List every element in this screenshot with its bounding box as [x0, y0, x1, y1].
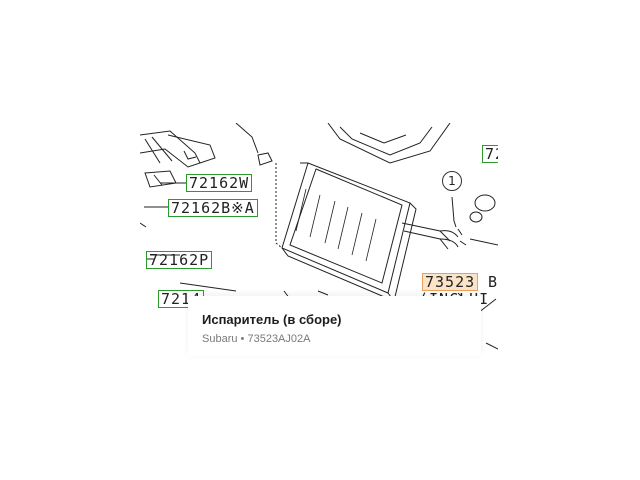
product-subtitle: Subaru • 73523AJ02A	[202, 333, 310, 345]
clip-part	[257, 152, 273, 166]
part-label-73523-suffix: B	[488, 273, 498, 291]
separator-dot: •	[240, 333, 245, 345]
part-label-73523[interactable]: 73523	[422, 273, 479, 291]
bracket-part	[140, 130, 201, 168]
product-title[interactable]: Испаритель (в сборе)	[202, 312, 342, 327]
part-label-72162b-a[interactable]: 72162B※A	[168, 199, 258, 217]
part-label-72-right[interactable]: 72	[482, 145, 498, 163]
evaporator-core	[281, 162, 459, 303]
brand-name: Subaru	[202, 333, 238, 345]
product-caption[interactable]: Испаритель (в сборе) Subaru • 73523AJ02A	[188, 296, 481, 356]
part-number: 73523AJ02A	[247, 333, 311, 345]
callout-number-1: 1	[442, 171, 462, 191]
part-label-72162w[interactable]: 72162W	[186, 174, 253, 192]
part-label-72162p[interactable]: 72162P	[146, 251, 213, 269]
